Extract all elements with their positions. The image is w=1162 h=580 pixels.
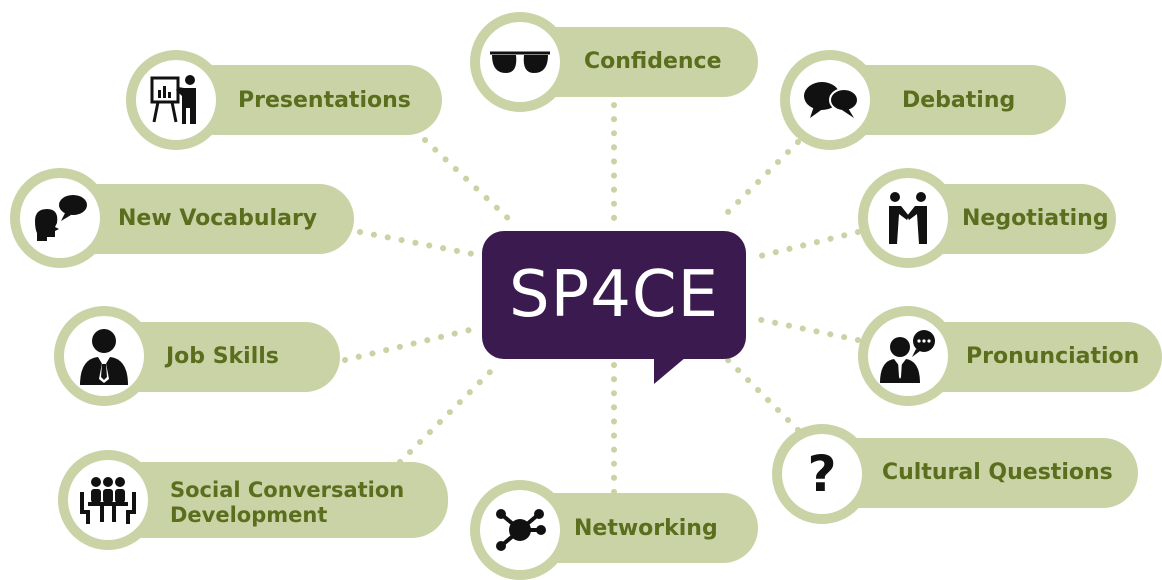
node-networking-label: Networking [574, 516, 718, 541]
center-speech-bubble [482, 231, 746, 359]
speech-bubble-tail [654, 352, 692, 384]
question-mark-icon: ? [807, 445, 837, 503]
connector-debating [717, 139, 801, 223]
connector-cultural-questions [725, 357, 801, 433]
node-pronunciation-label: Pronunciation [966, 344, 1140, 369]
businessman-icon [80, 329, 128, 385]
presenter-icon [150, 75, 196, 124]
person-speaking-icon [880, 330, 935, 383]
node-negotiating-label: Negotiating [962, 206, 1109, 231]
handshake-icon [889, 192, 927, 244]
connector-job-skills [342, 325, 481, 363]
connector-social-conversation [397, 363, 499, 465]
node-debating-circle [780, 50, 880, 150]
center-title: SP4CE [508, 258, 720, 332]
network-nodes-icon [496, 509, 546, 551]
node-networking-circle [470, 480, 570, 580]
connector-new-vocabulary [357, 229, 481, 258]
node-negotiating-circle [858, 168, 958, 268]
node-cultural-questions-circle: ? [772, 424, 872, 524]
node-confidence-label: Confidence [584, 49, 722, 74]
meeting-table-icon [80, 477, 136, 524]
connector-negotiating [749, 229, 861, 261]
node-confidence-circle [470, 12, 570, 112]
node-cultural-questions-label: Cultural Questions [882, 460, 1113, 485]
node-presentations-circle [126, 50, 226, 150]
connector-presentations [422, 137, 515, 225]
speech-bubbles-icon [804, 82, 859, 118]
node-presentations-label: Presentations [238, 88, 411, 113]
sunglasses-icon [490, 51, 550, 73]
node-pronunciation-circle [858, 306, 958, 406]
node-new-vocabulary-circle [10, 168, 110, 268]
speaking-head-icon [35, 195, 87, 241]
node-social-conversation-circle [58, 450, 158, 550]
connector-pronunciation [749, 315, 861, 343]
node-job-skills-label: Job Skills [166, 344, 279, 369]
node-social-conversation-label-2: Development [170, 503, 328, 527]
node-debating-label: Debating [902, 88, 1016, 113]
node-social-conversation-label: Social Conversation [170, 478, 405, 502]
node-job-skills-circle [54, 306, 154, 406]
node-new-vocabulary-label: New Vocabulary [118, 206, 318, 231]
